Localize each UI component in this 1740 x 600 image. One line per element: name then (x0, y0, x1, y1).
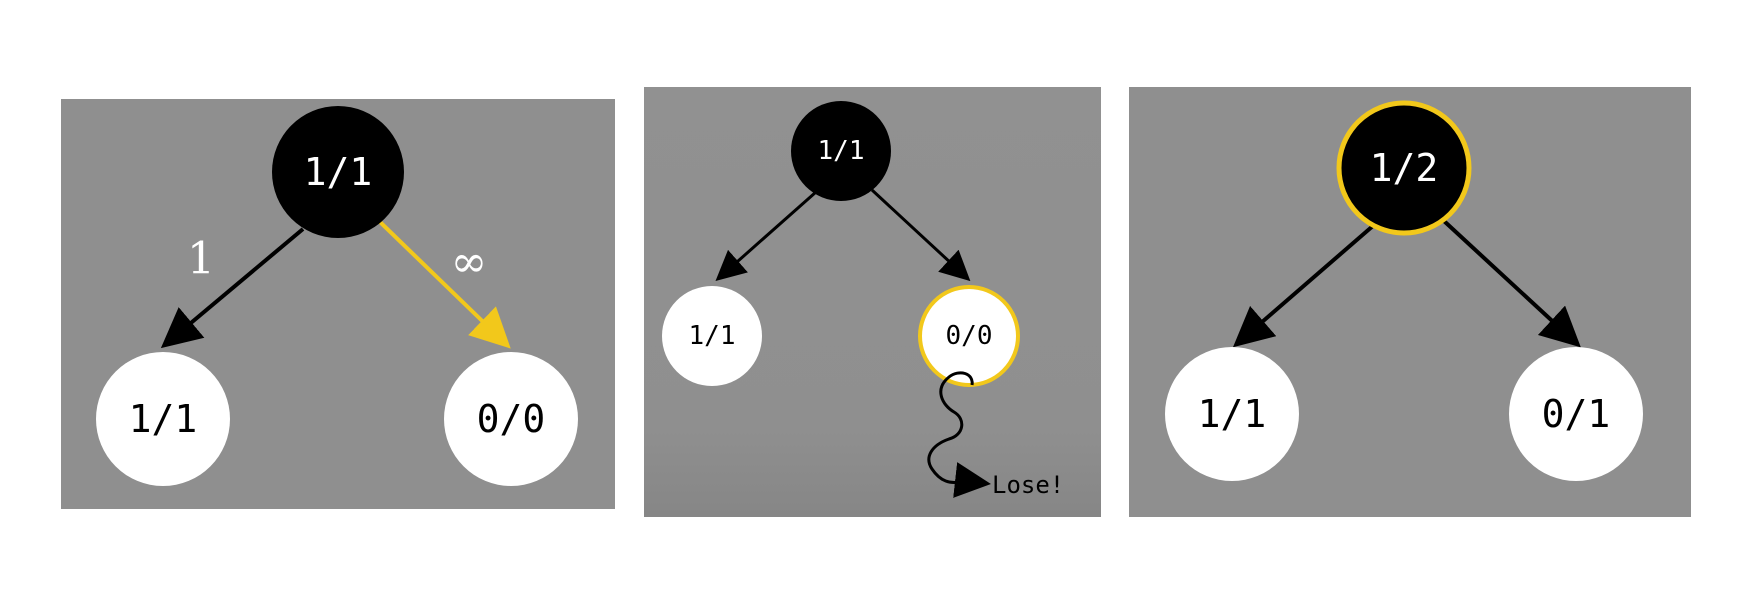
right-child-label: 0/0 (477, 397, 546, 441)
left-child-label: 1/1 (1198, 392, 1267, 436)
right-child-label: 0/0 (946, 321, 993, 351)
left-edge-label: 1 (187, 234, 215, 285)
tree-diagram-2: 1/1 1/1 0/0 Lose! (662, 101, 1064, 499)
tree-diagram-3: 1/2 1/1 0/1 (1165, 100, 1643, 481)
right-child-node (1509, 347, 1643, 481)
edge-left (715, 190, 817, 281)
right-child-node-highlighted (918, 285, 1020, 387)
root-node-label: 1/2 (1370, 146, 1439, 190)
edge-right (870, 188, 971, 282)
right-child-label: 0/1 (1542, 392, 1611, 436)
root-node (272, 106, 404, 238)
panel-3: 1/2 1/1 0/1 (1129, 87, 1691, 517)
right-edge-label: ∞ (451, 237, 488, 288)
left-child-node (1165, 347, 1299, 481)
root-node-label: 1/1 (818, 136, 865, 166)
rollout-squiggle-path (927, 371, 991, 498)
root-node-label: 1/1 (304, 150, 373, 194)
left-child-label: 1/1 (689, 321, 736, 351)
edge-left (160, 227, 305, 349)
edge-right-highlighted (377, 219, 511, 349)
edge-right (1442, 219, 1581, 348)
panel-2: 1/1 1/1 0/0 Lose! (644, 87, 1101, 517)
edge-left (1232, 223, 1376, 348)
right-child-node (444, 352, 578, 486)
lose-label: Lose! (992, 471, 1064, 499)
left-child-node (662, 286, 762, 386)
root-node (791, 101, 891, 201)
root-node-highlighted (1336, 100, 1472, 236)
panel-1: 1/1 1/1 0/0 1 ∞ (61, 99, 615, 509)
left-child-label: 1/1 (129, 397, 198, 441)
tree-diagram-1: 1/1 1/1 0/0 1 ∞ (96, 106, 578, 486)
left-child-node (96, 352, 230, 486)
